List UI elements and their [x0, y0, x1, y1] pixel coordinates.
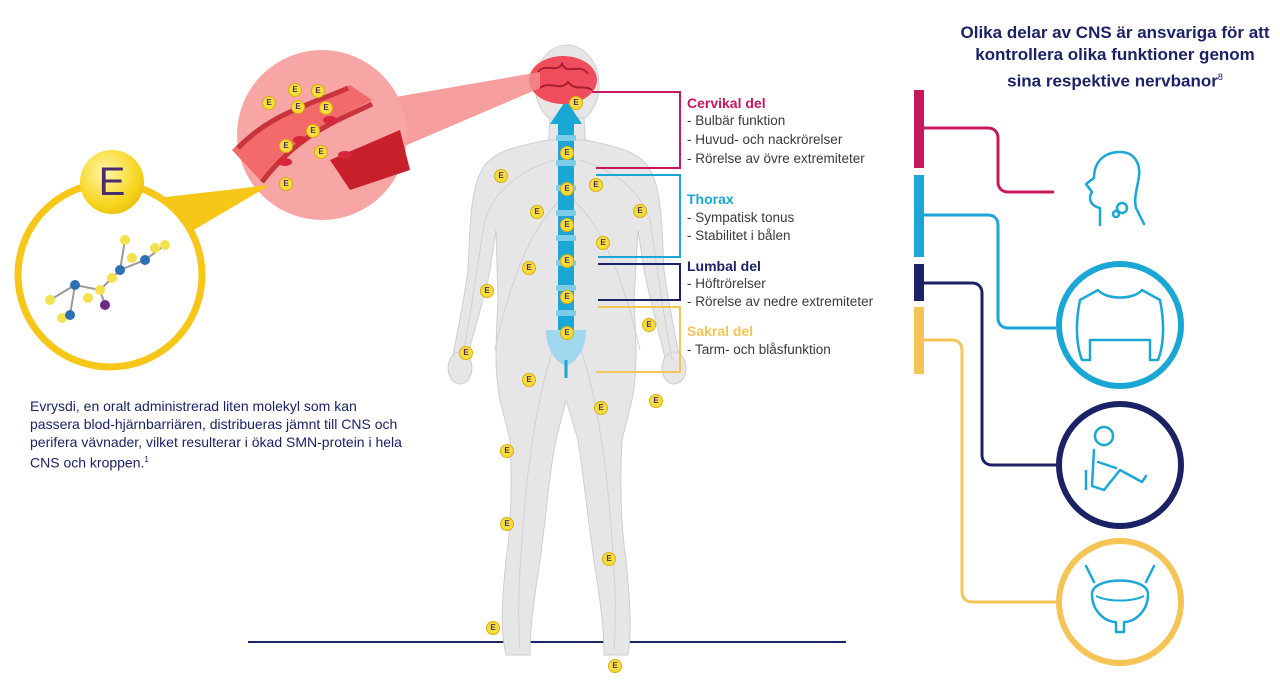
section-item: - Rörelse av nedre extremiteter	[687, 294, 874, 309]
e-marker: E	[319, 101, 333, 115]
molecule-label: E	[98, 160, 126, 204]
bladder-icon	[1056, 538, 1184, 666]
peripheral-nerves	[461, 159, 673, 651]
headline-text: Olika delar av CNS är ansvariga för att …	[960, 23, 1270, 91]
section-item: - Höftrörelser	[687, 276, 766, 291]
e-marker: E	[649, 394, 663, 408]
zoom-cone-brain	[372, 72, 540, 160]
e-marker: E	[311, 84, 325, 98]
section-title-lumbar: Lumbal del	[687, 258, 761, 274]
e-marker: E	[560, 146, 574, 160]
e-marker: E	[500, 444, 514, 458]
evrysdi-molecule-badge: E	[80, 150, 144, 214]
torso-icon	[1056, 261, 1184, 389]
e-marker: E	[560, 218, 574, 232]
headline-footnote: 8	[1217, 72, 1223, 82]
e-marker: E	[596, 236, 610, 250]
e-marker: E	[522, 261, 536, 275]
e-marker: E	[262, 96, 276, 110]
description-text: Evrysdi, en oralt administrerad liten mo…	[30, 398, 402, 471]
section-title-sacral: Sakral del	[687, 323, 754, 339]
e-marker: E	[486, 621, 500, 635]
e-marker: E	[530, 205, 544, 219]
section-title-cervical: Cervikal del	[687, 95, 766, 111]
e-marker: E	[569, 96, 583, 110]
sitting-child-icon	[1056, 401, 1184, 529]
description: Evrysdi, en oralt administrerad liten mo…	[30, 397, 410, 472]
e-marker: E	[500, 517, 514, 531]
e-marker: E	[459, 346, 473, 360]
e-marker: E	[560, 326, 574, 340]
section-item: - Rörelse av övre extremiteter	[687, 151, 865, 166]
head-throat-icon	[1084, 150, 1146, 227]
nerve-pathway-bars	[914, 90, 924, 374]
section-title-thorax: Thorax	[687, 191, 734, 207]
molecule-structure	[45, 235, 170, 323]
e-marker: E	[480, 284, 494, 298]
e-marker: E	[602, 552, 616, 566]
e-marker: E	[306, 124, 320, 138]
e-marker: E	[642, 318, 656, 332]
e-marker: E	[560, 182, 574, 196]
e-marker: E	[288, 83, 302, 97]
e-marker: E	[279, 139, 293, 153]
description-footnote: 1	[144, 455, 149, 464]
brain	[529, 56, 597, 104]
e-marker: E	[560, 290, 574, 304]
section-item: - Stabilitet i bålen	[687, 228, 791, 243]
e-marker: E	[589, 178, 603, 192]
e-marker: E	[560, 254, 574, 268]
section-item: - Huvud- och nackrörelser	[687, 132, 843, 147]
pathway-connectors	[924, 126, 1056, 604]
e-marker: E	[314, 145, 328, 159]
e-marker: E	[494, 169, 508, 183]
blood-vessel-zoom-circle	[232, 50, 410, 220]
e-marker: E	[522, 373, 536, 387]
e-marker: E	[608, 659, 622, 673]
e-marker: E	[291, 100, 305, 114]
e-marker: E	[633, 204, 647, 218]
headline: Olika delar av CNS är ansvariga för att …	[960, 22, 1270, 93]
e-marker: E	[279, 177, 293, 191]
section-item: - Bulbär funktion	[687, 113, 786, 128]
section-item: - Sympatisk tonus	[687, 210, 795, 225]
section-brackets	[592, 91, 681, 373]
section-item: - Tarm- och blåsfunktion	[687, 342, 831, 357]
e-marker: E	[594, 401, 608, 415]
